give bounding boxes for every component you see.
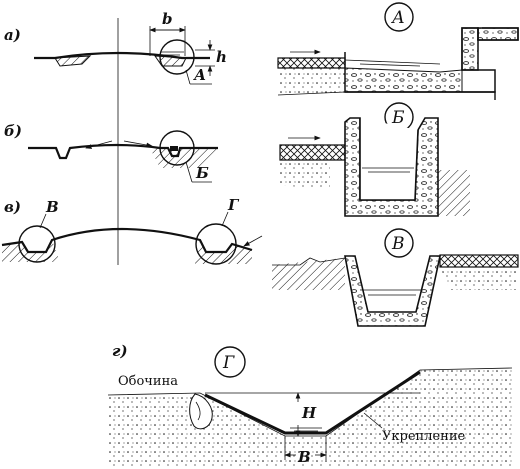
panel-v-label: в) xyxy=(4,198,21,216)
detail-g-badge: Г xyxy=(222,353,235,373)
callout-circle-g xyxy=(195,223,237,265)
dim-H: Н xyxy=(301,404,317,422)
detail-b-badge: Б xyxy=(391,108,405,128)
lining-label: Укрепление xyxy=(382,429,465,444)
callout-b: Б xyxy=(195,164,209,182)
callout-a: А xyxy=(193,66,206,84)
detail-g-badge-circle xyxy=(214,346,246,378)
dim-B: В xyxy=(297,448,311,466)
panel-v: в) В Г xyxy=(1,196,263,265)
detail-a-badge-circle xyxy=(384,2,414,32)
detail-a-badge: А xyxy=(391,8,405,28)
panel-a: а) А b h xyxy=(4,10,227,265)
panel-g: г) Г Обочина Н В Укрепление xyxy=(107,342,513,468)
dim-b: b xyxy=(162,10,173,28)
dim-h: h xyxy=(216,48,227,66)
callout-circle-a xyxy=(159,39,195,75)
detail-v-badge-circle xyxy=(384,228,414,258)
road-crown-v xyxy=(1,227,253,254)
tray-right-a xyxy=(153,55,187,67)
shoulder-label: Обочина xyxy=(118,374,178,389)
panel-b-label: б) xyxy=(4,122,22,140)
panel-a-label: а) xyxy=(4,26,21,44)
callout-g: Г xyxy=(227,196,240,214)
callout-v: В xyxy=(45,198,59,216)
detail-a: А xyxy=(277,2,519,100)
callout-circle-v xyxy=(18,225,56,263)
lining-slope xyxy=(204,370,421,435)
panel-b: б) Б xyxy=(4,122,218,183)
tray-left-a xyxy=(54,55,92,67)
callout-circle-b xyxy=(159,130,195,166)
detail-v-badge: В xyxy=(391,234,405,254)
panel-g-label: г) xyxy=(112,342,128,360)
detail-b: Б xyxy=(279,102,470,217)
detail-v: В xyxy=(272,228,519,327)
